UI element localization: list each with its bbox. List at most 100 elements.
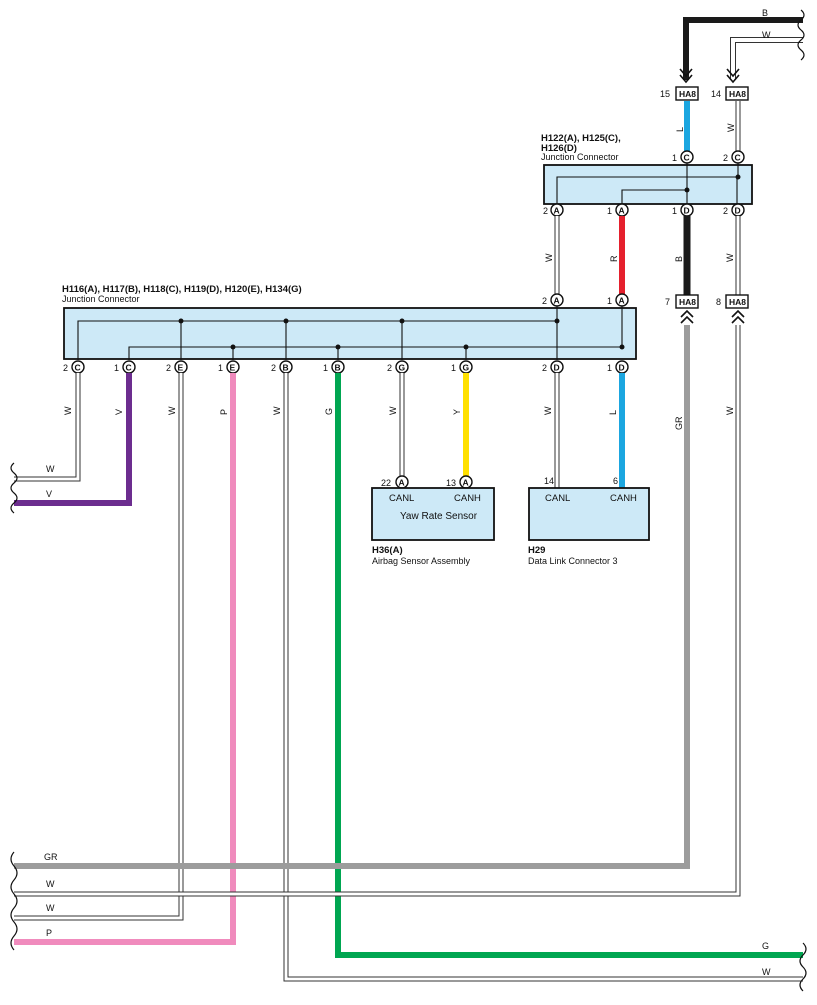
main-junction-pin-1g: 1 G <box>451 360 473 374</box>
top-junction-pin-1d: 1 D <box>672 203 694 217</box>
svg-text:D: D <box>554 363 560 373</box>
main-junction-subtitle: Junction Connector <box>62 294 140 304</box>
main-junction-pin-2a: 2 A <box>542 293 564 307</box>
top-junction-box <box>543 164 753 205</box>
wire-label-p-1e: P <box>219 409 229 415</box>
svg-text:E: E <box>230 363 236 373</box>
svg-text:2: 2 <box>542 363 547 373</box>
svg-text:C: C <box>75 363 81 373</box>
svg-text:HA8: HA8 <box>729 89 746 99</box>
top-junction-node-2 <box>684 187 690 193</box>
svg-text:B: B <box>283 363 289 373</box>
svg-text:14: 14 <box>711 89 721 99</box>
svg-text:1: 1 <box>114 363 119 373</box>
wire-label-gr-ha8-7: GR <box>674 416 684 430</box>
main-junction-pin-1a: 1 A <box>607 293 629 307</box>
wire-label-bottom-w1: W <box>46 879 55 889</box>
svg-text:D: D <box>735 206 741 216</box>
main-junction-nodes <box>178 318 625 350</box>
yaw-label-canh: CANH <box>454 493 481 504</box>
svg-text:2: 2 <box>63 363 68 373</box>
svg-text:1: 1 <box>672 206 677 216</box>
wire-label-bottom-p: P <box>46 928 52 938</box>
svg-text:2: 2 <box>542 296 547 306</box>
wire-w-2e-inner <box>14 373 183 920</box>
svg-text:HA8: HA8 <box>679 297 696 307</box>
svg-text:1: 1 <box>218 363 223 373</box>
break-mark-top-b <box>797 9 805 31</box>
top-junction-title-1: H122(A), H125(C), <box>541 133 621 144</box>
wire-label-bottom-g: G <box>762 941 769 951</box>
main-junction-pin-2d: 2 D <box>542 360 564 374</box>
svg-text:C: C <box>684 153 690 163</box>
wire-w-2b-outer <box>283 373 803 982</box>
svg-text:7: 7 <box>665 297 670 307</box>
yaw-sensor-assembly: Airbag Sensor Assembly <box>372 556 471 566</box>
svg-text:B: B <box>335 363 341 373</box>
main-junction-pin-1c: 1 C <box>114 360 136 374</box>
dlc-name: Data Link Connector 3 <box>528 556 618 566</box>
svg-text:A: A <box>619 296 625 306</box>
svg-text:E: E <box>178 363 184 373</box>
svg-text:15: 15 <box>660 89 670 99</box>
svg-text:1: 1 <box>323 363 328 373</box>
main-junction-pin-1e: 1 E <box>218 360 240 374</box>
dlc-pin-canl-num: 14 <box>544 476 554 486</box>
top-junction-pin-2d: 2 D <box>723 203 745 217</box>
wire-w-2b-inner <box>284 373 803 981</box>
break-mark-bottom-left <box>10 851 18 951</box>
wire-label-w-2d-main: W <box>543 406 553 415</box>
svg-text:22: 22 <box>381 478 391 488</box>
svg-text:1: 1 <box>672 153 677 163</box>
top-junction-subtitle: Junction Connector <box>541 152 619 162</box>
dlc-label-canl: CANL <box>545 493 570 504</box>
main-junction-pin-2e: 2 E <box>166 360 188 374</box>
wire-label-bottom-w3: W <box>762 967 771 977</box>
top-junction-node-1 <box>735 174 741 180</box>
yaw-pin-canl: 22 A <box>381 475 409 489</box>
svg-text:A: A <box>399 478 405 488</box>
wire-label-bottom-gr: GR <box>44 852 58 862</box>
yaw-pin-canh: 13 A <box>446 475 473 489</box>
chevron-ha8-15 <box>679 68 693 84</box>
main-junction-pin-2b: 2 B <box>271 360 293 374</box>
svg-text:8: 8 <box>716 297 721 307</box>
svg-text:2: 2 <box>166 363 171 373</box>
wire-w-2e-outer <box>14 373 184 921</box>
ha8-connector-8: HA8 8 <box>716 294 749 309</box>
wire-label-w-2g: W <box>388 406 398 415</box>
wire-label-w-2a: W <box>544 253 554 262</box>
chevron-ha8-14 <box>726 68 740 84</box>
main-junction-pin-1d: 1 D <box>607 360 629 374</box>
chevron-ha8-7 <box>680 309 694 324</box>
main-junction-pin-2c: 2 C <box>63 360 85 374</box>
wire-label-top-w: W <box>762 30 771 40</box>
yaw-rate-sensor-box <box>371 487 495 541</box>
wire-w-top-outer <box>730 37 803 80</box>
wire-label-top-b: B <box>762 8 768 18</box>
svg-text:2: 2 <box>543 206 548 216</box>
wire-label-w-2e: W <box>167 406 177 415</box>
wire-label-bottom-w2: W <box>46 903 55 913</box>
yaw-label-canl: CANL <box>389 493 414 504</box>
wire-g-1b <box>335 373 803 958</box>
svg-text:1: 1 <box>607 363 612 373</box>
svg-text:D: D <box>619 363 625 373</box>
top-junction-pin-1a: 1 A <box>607 203 629 217</box>
ha8-connector-14: HA8 14 <box>711 86 749 101</box>
svg-text:C: C <box>735 153 741 163</box>
dlc-code: H29 <box>528 545 545 556</box>
top-junction-pin-1c: 1 C <box>672 150 694 164</box>
dlc-label-canh: CANH <box>610 493 637 504</box>
wire-w-top-inner <box>731 38 803 80</box>
break-mark-bottom-right <box>799 942 807 992</box>
wire-label-y-1g: Y <box>452 409 462 415</box>
wire-label-v-1c: V <box>114 409 124 415</box>
main-junction-busbars <box>77 306 623 360</box>
main-junction-pin-2g: 2 G <box>387 360 409 374</box>
break-mark-top-w <box>797 29 805 61</box>
svg-text:HA8: HA8 <box>729 297 746 307</box>
svg-text:D: D <box>684 206 690 216</box>
top-junction-pin-2c: 2 C <box>723 150 745 164</box>
yaw-sensor-name: Yaw Rate Sensor <box>400 511 478 522</box>
